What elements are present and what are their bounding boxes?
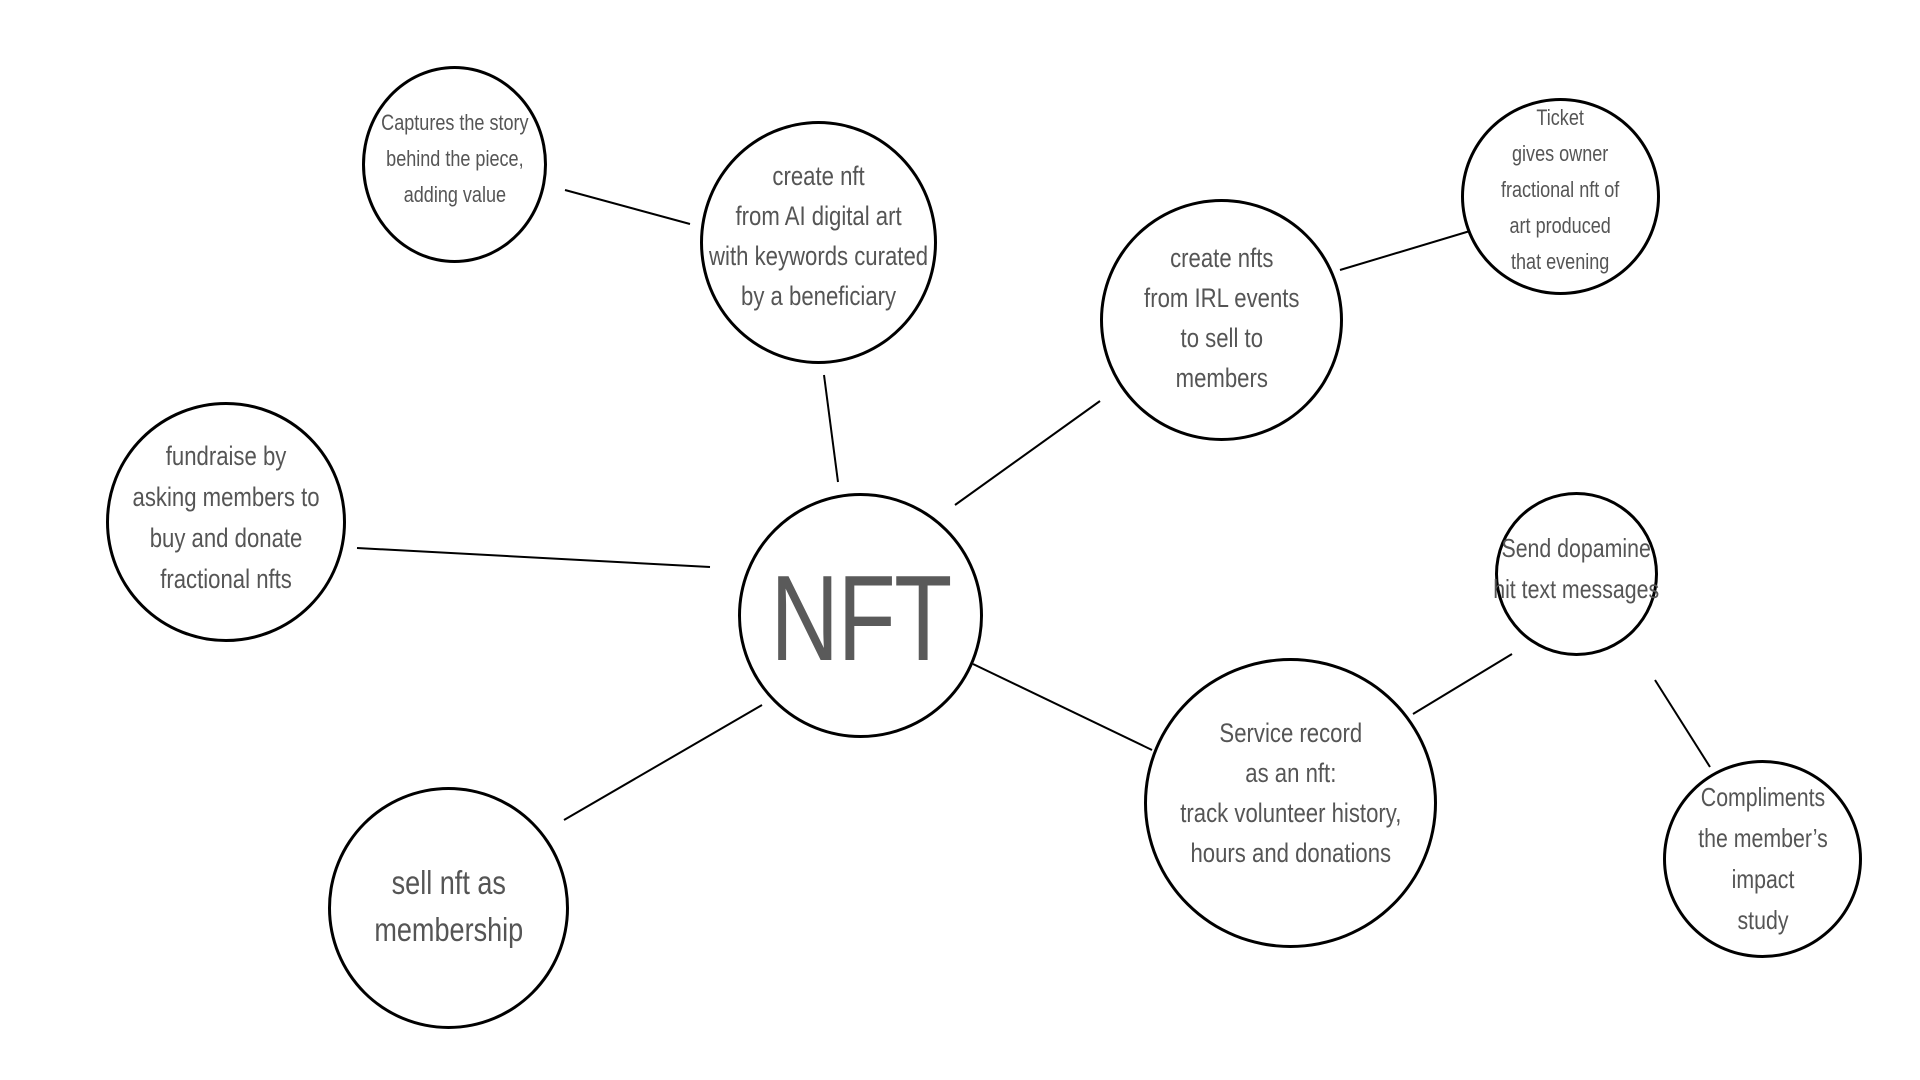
node-dopamine: Send dopamine hit text messages	[1493, 492, 1660, 656]
node-text-line: with keywords curated	[708, 240, 929, 271]
node-text-line: create nfts	[1169, 242, 1274, 273]
node-text-line: study	[1737, 905, 1788, 935]
node-text-line: asking members to	[132, 482, 320, 512]
node-text-line: the member’s	[1697, 823, 1828, 853]
edge-ai-art-to-captures-story	[564, 189, 691, 225]
node-text-line: Compliments	[1700, 782, 1825, 812]
node-text-line: track volunteer history,	[1179, 798, 1402, 828]
node-text-line: from IRL events	[1143, 282, 1300, 313]
edge-service-record-to-dopamine	[1412, 653, 1513, 715]
node-text-line: hours and donations	[1190, 838, 1391, 868]
node-text-line: fractional nft of	[1501, 176, 1620, 202]
node-text-line: Send dopamine	[1501, 533, 1652, 563]
node-text-line: buy and donate	[149, 523, 303, 553]
node-ai-art: create nft from AI digital art with keyw…	[700, 121, 937, 364]
node-text-line: fractional nfts	[160, 564, 292, 594]
node-text-line: fundraise by	[165, 441, 287, 471]
node-text-line: membership	[374, 911, 523, 948]
node-service-record: Service record as an nft: track voluntee…	[1144, 658, 1437, 948]
node-text-line: to sell to	[1180, 322, 1263, 353]
edge-irl-events-to-ticket	[1339, 230, 1471, 271]
node-text-line: sell nft as	[391, 864, 506, 901]
edge-center-to-membership	[563, 704, 763, 821]
node-captures-story: Captures the story behind the piece, add…	[362, 66, 547, 263]
node-text-line: adding value	[403, 181, 506, 207]
edge-dopamine-to-compliments	[1654, 679, 1711, 768]
node-text-line: by a beneficiary	[740, 280, 897, 311]
node-text-line: art produced	[1509, 212, 1612, 238]
center-node-nft: NFT	[738, 493, 983, 738]
node-text-line: create nft	[772, 160, 865, 191]
center-node-label: NFT	[770, 549, 952, 686]
node-text-line: hit text messages	[1493, 574, 1660, 604]
node-text-line: gives owner	[1512, 140, 1609, 166]
node-text-line: impact	[1731, 864, 1794, 894]
node-membership: sell nft as membership	[328, 787, 569, 1029]
edge-center-to-irl-events	[954, 400, 1101, 506]
node-text-line: members	[1175, 362, 1268, 393]
node-irl-events: create nfts from IRL events to sell to m…	[1100, 199, 1343, 441]
edge-center-to-service-record	[972, 663, 1153, 751]
edge-center-to-fundraise	[356, 547, 711, 568]
node-ticket: Ticket gives owner fractional nft of art…	[1461, 98, 1660, 295]
node-text-line: that evening	[1511, 248, 1610, 274]
node-text-line: from AI digital art	[735, 200, 902, 231]
node-text-line: Captures the story	[380, 109, 529, 135]
edge-center-to-ai-art	[823, 374, 839, 483]
node-text-line: behind the piece,	[385, 145, 524, 171]
node-compliments: Compliments the member’s impact study	[1663, 760, 1862, 958]
node-text-line: Ticket	[1536, 104, 1585, 130]
node-fundraise: fundraise by asking members to buy and d…	[106, 402, 346, 642]
node-text-line: Service record	[1219, 718, 1362, 748]
node-text-line: as an nft:	[1244, 758, 1337, 788]
